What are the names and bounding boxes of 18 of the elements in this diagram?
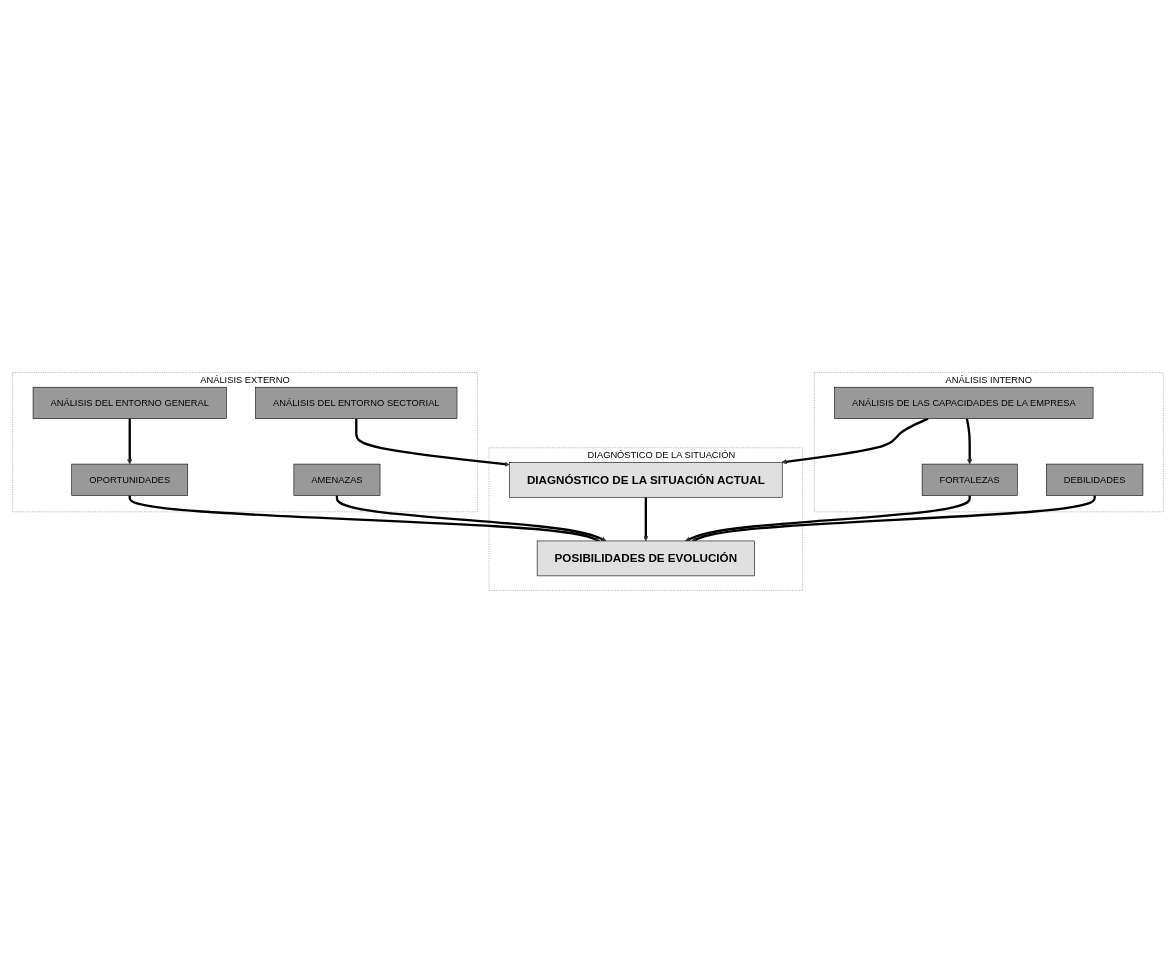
node-box: AMENAZAS [293,463,381,496]
arrow [355,418,510,467]
arrow [335,495,607,542]
arrow [128,495,601,542]
node-box: OPORTUNIDADES [71,463,189,496]
arrow [691,495,1096,542]
node-box: DEBILIDADES [1046,463,1144,496]
arrow [965,418,973,465]
node-box: ANÁLISIS DEL ENTORNO GENERAL [32,386,227,419]
node-box: ANÁLISIS DE LAS CAPACIDADES DE LA EMPRESA [834,386,1094,419]
node-box: DIAGNÓSTICO DE LA SITUACIÓN ACTUAL [509,462,783,498]
arrow [781,417,929,465]
node-box: POSIBILIDADES DE EVOLUCIÓN [536,540,755,577]
node-box: FORTALEZAS [921,463,1018,496]
arrow [643,497,649,542]
node-box: ANÁLISIS DEL ENTORNO SECTORIAL [255,386,458,419]
arrow [127,418,133,465]
arrow [685,495,971,542]
